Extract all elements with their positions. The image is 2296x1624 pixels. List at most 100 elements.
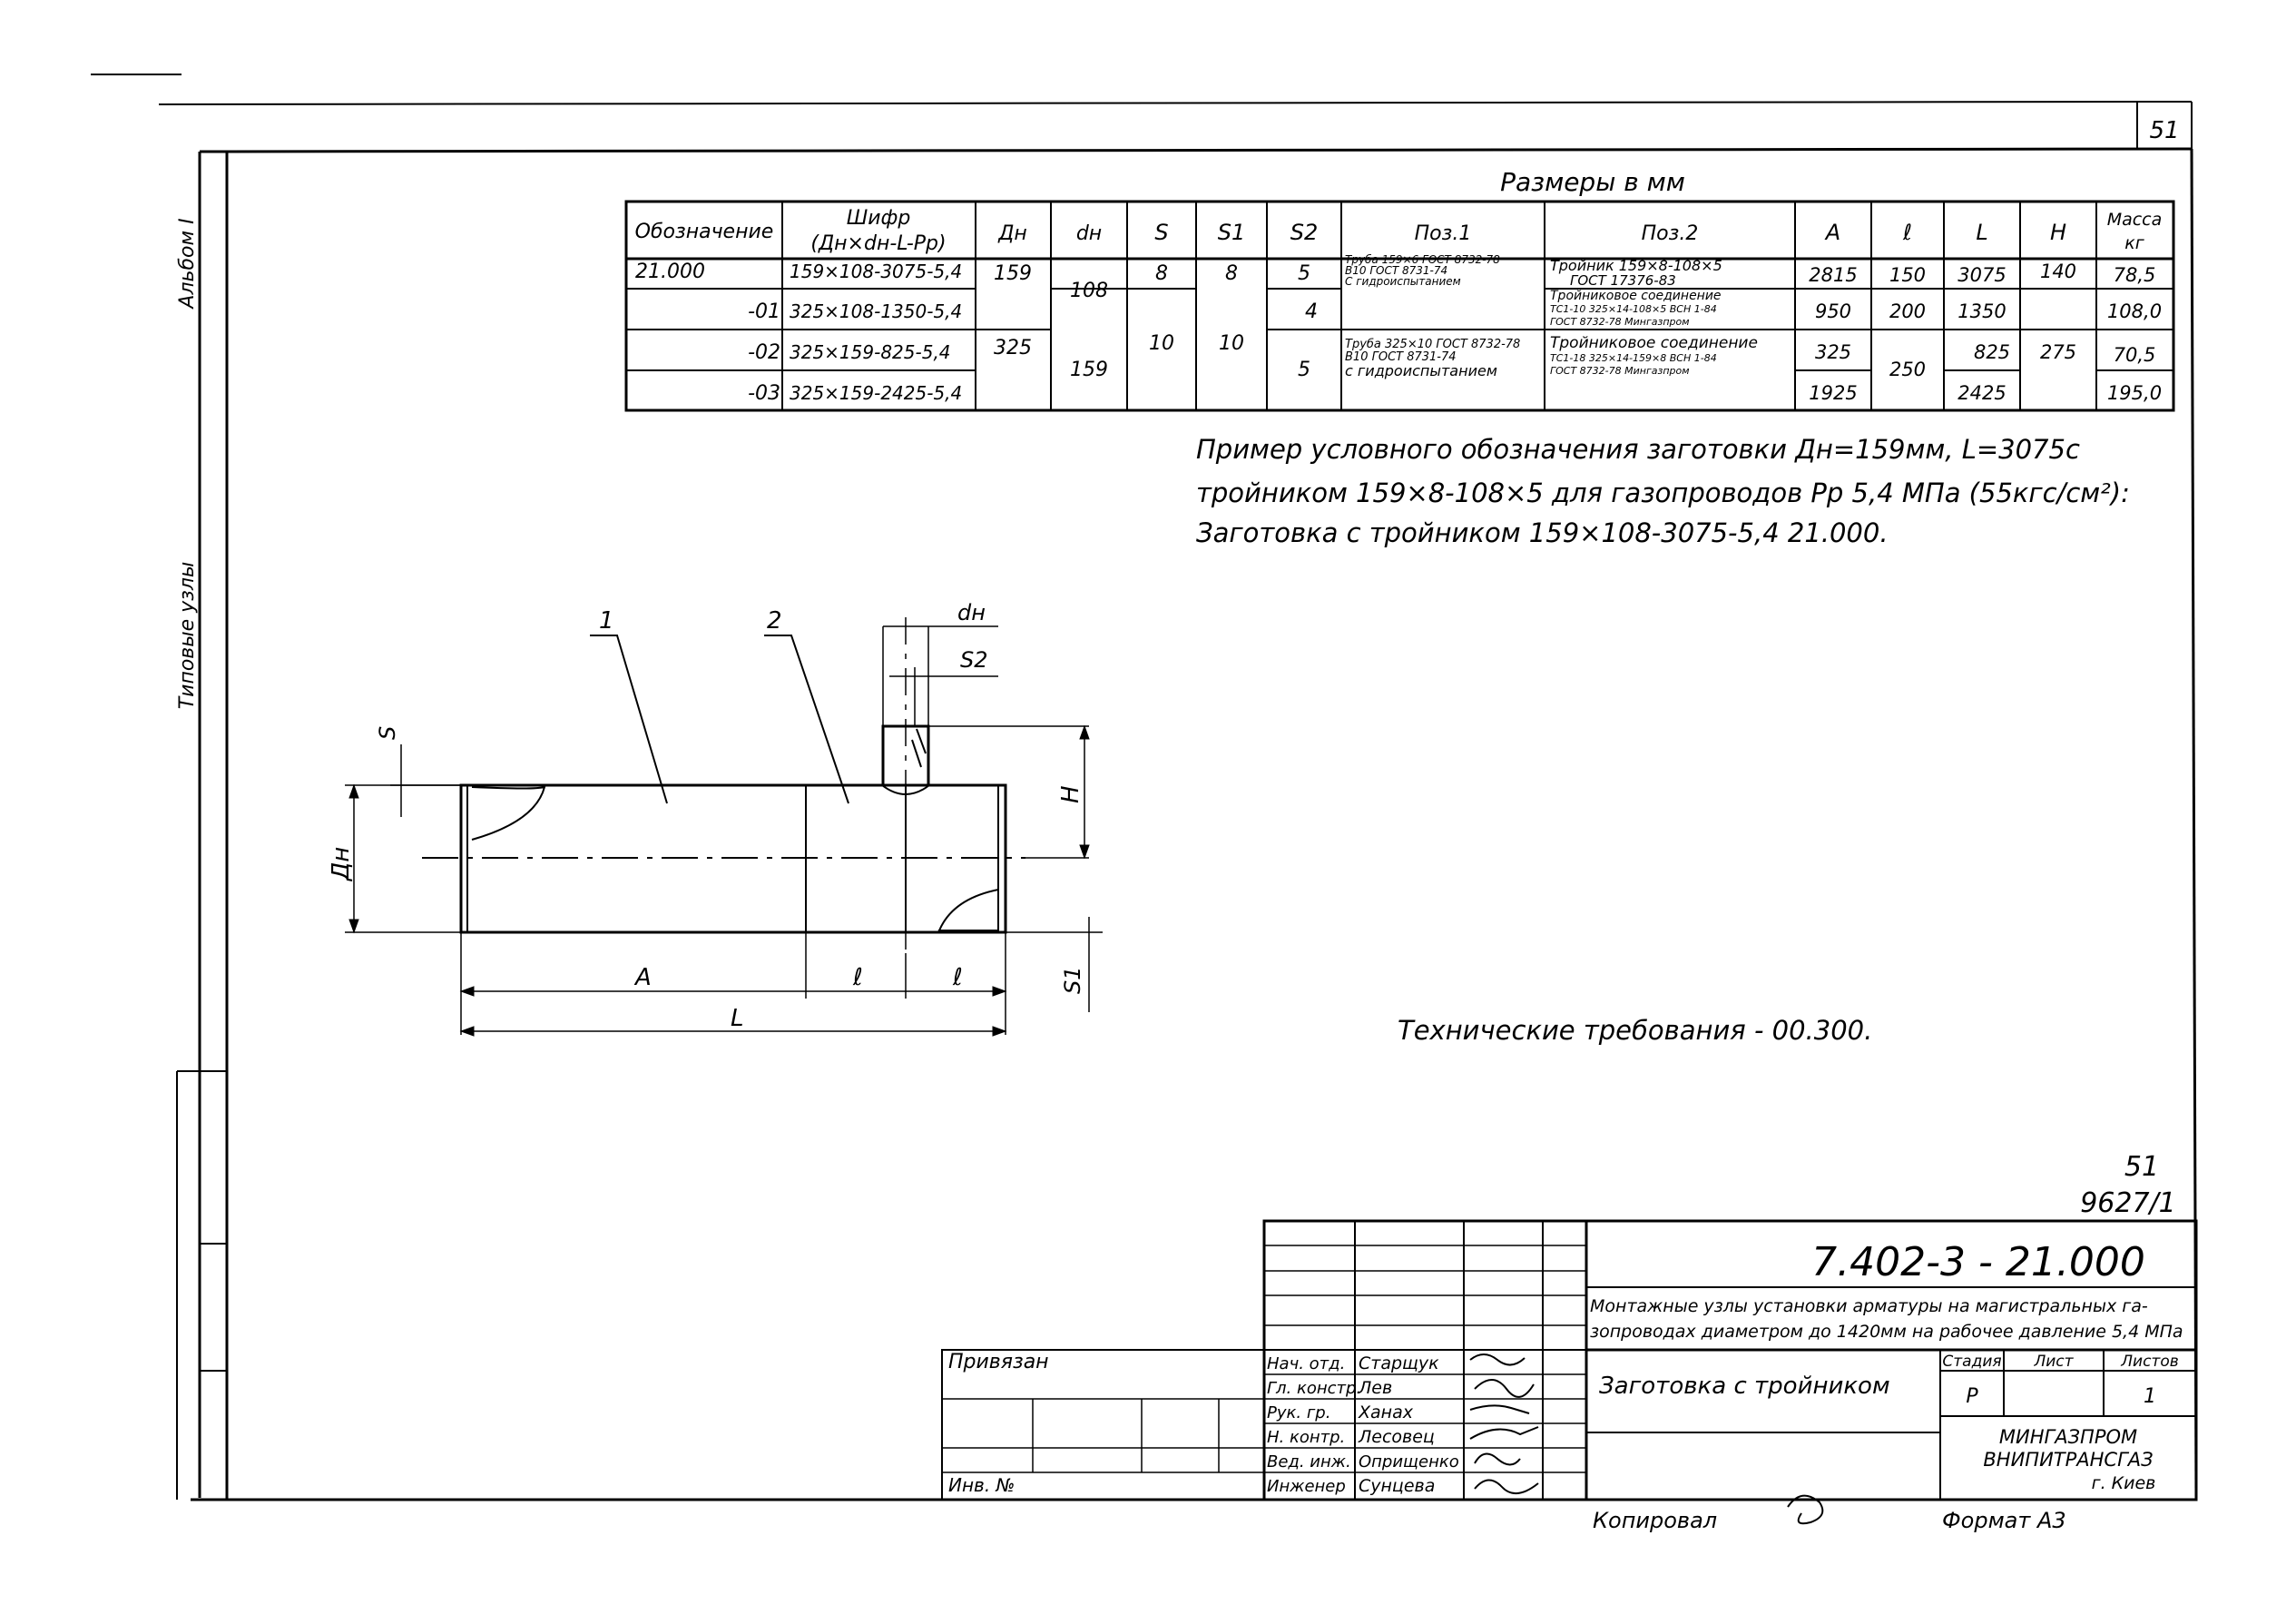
format-label: Формат А3 [1942, 1508, 2066, 1533]
table-header: Обозначение Шифр (Дн×dн-L-Pр) Дн dн S S1… [635, 207, 2163, 255]
label-s: S [375, 726, 400, 740]
label-s2: S2 [960, 647, 988, 673]
cell-dn: 108 [1070, 280, 1108, 302]
stamp-number-bottom: 9627/1 [2080, 1187, 2176, 1219]
drawing-labels: 1 2 dн S2 S Дн H S1 A ℓ ℓ L [328, 600, 1085, 1032]
stage-value: Р [1966, 1385, 1978, 1408]
sheets-value: 1 [2144, 1385, 2156, 1408]
project-line-1: Монтажные узлы установки арматуры на маг… [1590, 1296, 2148, 1316]
project-line-2: зопроводах диаметром до 1420мм на рабоче… [1590, 1322, 2183, 1342]
label-dn-small: dн [957, 600, 986, 625]
signature-scribbles [1469, 1353, 1824, 1525]
cell-poz2-line: ТС1-10 325×14-108×5 ВСН 1-84 [1550, 303, 1717, 315]
cell-S1: 8 [1225, 262, 1238, 285]
cell-A: 2815 [1809, 264, 1857, 286]
cell-S1: 10 [1219, 332, 1244, 355]
cell-H: 275 [2040, 341, 2076, 363]
example-note-line-2: тройником 159×8-108×5 для газопроводов Р… [1196, 477, 2130, 508]
label-l: ℓ [852, 964, 863, 991]
col-header-S: S [1154, 220, 1168, 245]
sheet-header: Лист [2033, 1353, 2074, 1371]
cell-poz1-line: В10 ГОСТ 8731-74 [1345, 350, 1457, 364]
signature-name: Ханах [1358, 1403, 1414, 1422]
cell-designation: -01 [748, 300, 780, 323]
cell-poz1-line: Труба 325×10 ГОСТ 8732-78 [1345, 338, 1520, 351]
page-number: 51 [2149, 117, 2179, 144]
stage-header: Стадия [1942, 1353, 2001, 1371]
signature-role: Вед. инж. [1267, 1452, 1351, 1471]
cell-l: 250 [1889, 359, 1926, 380]
cell-poz1-line: с гидроиспытанием [1345, 362, 1497, 379]
cell-poz2-line: ГОСТ 17376-83 [1570, 272, 1676, 289]
org-line-2: ВНИПИТРАНСГАЗ [1983, 1449, 2153, 1471]
cell-cipher: 159×108-3075-5,4 [790, 261, 962, 282]
cell-poz1-line: В10 ГОСТ 8731-74 [1345, 264, 1447, 277]
cell-l: 200 [1889, 300, 1926, 322]
col-header-H: H [2050, 220, 2066, 245]
signature-role: Рук. гр. [1267, 1403, 1330, 1422]
cell-H: 140 [2040, 261, 2076, 282]
col-header-mass-1: Масса [2107, 210, 2163, 230]
col-header-designation: Обозначение [635, 221, 774, 243]
stamp-number-top: 51 [2124, 1151, 2159, 1183]
col-header-poz2: Поз.2 [1642, 222, 1699, 245]
label-S1: S1 [1060, 966, 1085, 994]
cell-poz2-line: Тройник 159×8-108×5 [1550, 257, 1722, 274]
cell-poz2-line: ТС1-18 325×14-159×8 ВСН 1-84 [1550, 352, 1717, 364]
signature-name: Сунцева [1359, 1476, 1435, 1496]
signature-name: Лесовец [1358, 1427, 1435, 1447]
col-header-S2: S2 [1290, 220, 1319, 245]
table-body: 21.000 -01 -02 -03 159×108-3075-5,4 325×… [635, 253, 2162, 405]
title-block-text: 7.402-3 - 21.000 Монтажные узлы установк… [948, 1239, 2183, 1496]
signature-role: Нач. отд. [1267, 1354, 1345, 1373]
cell-l: 150 [1889, 264, 1926, 286]
technical-requirements: Технические требования - 00.300. [1398, 1015, 1872, 1046]
title-block [941, 1219, 2198, 1501]
sizes-caption: Размеры в мм [1500, 167, 1685, 197]
col-header-l: ℓ [1902, 220, 1912, 245]
signature-role: Н. контр. [1267, 1428, 1345, 1447]
cell-poz2-line: Тройниковое соединение [1550, 334, 1758, 352]
col-header-dn: dн [1076, 222, 1102, 245]
cell-mass: 108,0 [2107, 300, 2162, 322]
copied-label: Копировал [1593, 1508, 1717, 1533]
cell-designation: -03 [748, 382, 780, 405]
cell-cipher: 325×159-825-5,4 [790, 341, 951, 363]
cell-poz2-line: ГОСТ 8732-78 Мингазпром [1550, 365, 1690, 377]
label-pos-1: 1 [599, 607, 614, 635]
cell-Dn: 159 [994, 262, 1032, 285]
cell-dn: 159 [1070, 359, 1108, 381]
document-code: 7.402-3 - 21.000 [1811, 1239, 2145, 1285]
label-pos-2: 2 [767, 607, 782, 635]
cell-Dn: 325 [994, 337, 1032, 359]
sheets-header: Листов [2120, 1353, 2179, 1371]
label-H: H [1057, 785, 1084, 803]
cell-L: 3075 [1957, 264, 2006, 286]
col-header-S1: S1 [1218, 220, 1246, 245]
cell-S2: 5 [1298, 262, 1310, 285]
cell-cipher: 325×108-1350-5,4 [790, 300, 962, 322]
col-header-mass-2: кг [2124, 233, 2144, 253]
col-header-L: L [1976, 220, 1987, 245]
signature-name: Лев [1358, 1378, 1392, 1398]
cell-poz2-line: ГОСТ 8732-78 Мингазпром [1550, 316, 1690, 328]
org-line-3: г. Киев [2092, 1473, 2156, 1493]
cell-designation: 21.000 [635, 261, 705, 283]
bound-label: Привязан [948, 1351, 1049, 1373]
cell-S2: 5 [1298, 359, 1310, 381]
cell-L: 1350 [1957, 300, 2006, 322]
col-header-cipher-1: Шифр [847, 207, 911, 230]
signature-name: Старщук [1359, 1353, 1439, 1373]
inv-label: Инв. № [948, 1474, 1015, 1496]
col-header-cipher-2: (Дн×dн-L-Pр) [810, 232, 946, 255]
dimensions-table [624, 200, 2175, 412]
cell-designation: -02 [748, 341, 780, 364]
cell-poz2-line: Тройниковое соединение [1550, 289, 1722, 303]
label-A: A [633, 964, 652, 991]
label-l: ℓ [952, 964, 963, 991]
cell-poz1-line: С гидроиспытанием [1345, 275, 1461, 288]
margin-section-label: Типовые узлы [176, 562, 199, 710]
example-note-line-3: Заготовка с тройником 159×108-3075-5,4 2… [1196, 517, 1889, 548]
cell-L: 2425 [1957, 382, 2006, 404]
